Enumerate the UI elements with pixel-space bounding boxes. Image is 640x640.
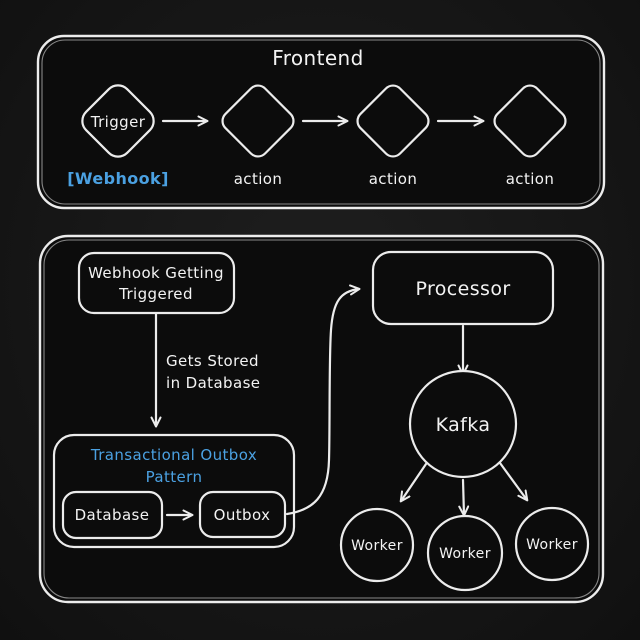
action-diamond-3 (493, 84, 567, 158)
pipeline-panel-border-echo (43, 239, 600, 599)
worker-circle-2 (426, 514, 504, 592)
webhook-caption: [Webhook] (67, 169, 169, 188)
processor-box (371, 250, 555, 326)
database-label: Database (75, 506, 150, 524)
worker-label-3: Worker (526, 537, 578, 553)
worker-circle-3 (514, 506, 590, 582)
action-diamond-1 (221, 84, 295, 158)
action-caption-3: action (506, 170, 555, 188)
outbox-pattern-title-line1: Transactional Outbox (90, 446, 257, 464)
action-diamond-2 (356, 84, 430, 158)
trigger-diamond (81, 84, 155, 158)
worker-circle-1 (339, 507, 415, 583)
webhook-triggered-line2: Triggered (118, 285, 193, 303)
arrow-kafka-to-worker3 (498, 461, 529, 502)
stored-label-line1: Gets Stored (166, 352, 259, 370)
kafka-label: Kafka (436, 414, 491, 436)
webhook-triggered-box (77, 251, 236, 315)
outbox-pattern-title-line2: Pattern (146, 468, 203, 486)
outbox-box (198, 490, 287, 539)
kafka-circle (408, 369, 518, 479)
processor-label: Processor (415, 278, 510, 300)
arrow-kafka-to-worker1 (399, 462, 428, 503)
frontend-panel: Frontend Trigger [Webhook] action action… (36, 34, 606, 210)
arrow-kafka-to-worker2 (458, 478, 470, 517)
worker-label-2: Worker (439, 546, 491, 562)
action-caption-2: action (369, 170, 418, 188)
database-box (61, 490, 164, 540)
worker-label-1: Worker (351, 538, 403, 554)
arrow-outbox-to-processor (285, 284, 361, 516)
frontend-title: Frontend (272, 46, 363, 70)
frontend-panel-border-echo (41, 39, 601, 205)
trigger-diamond-label: Trigger (90, 113, 146, 131)
webhook-triggered-line1: Webhook Getting (88, 264, 224, 282)
stored-label-line2: in Database (166, 374, 260, 392)
pipeline-panel: Webhook Getting Triggered Gets Stored in… (38, 234, 605, 604)
outbox-label: Outbox (214, 506, 271, 524)
action-caption-1: action (234, 170, 283, 188)
